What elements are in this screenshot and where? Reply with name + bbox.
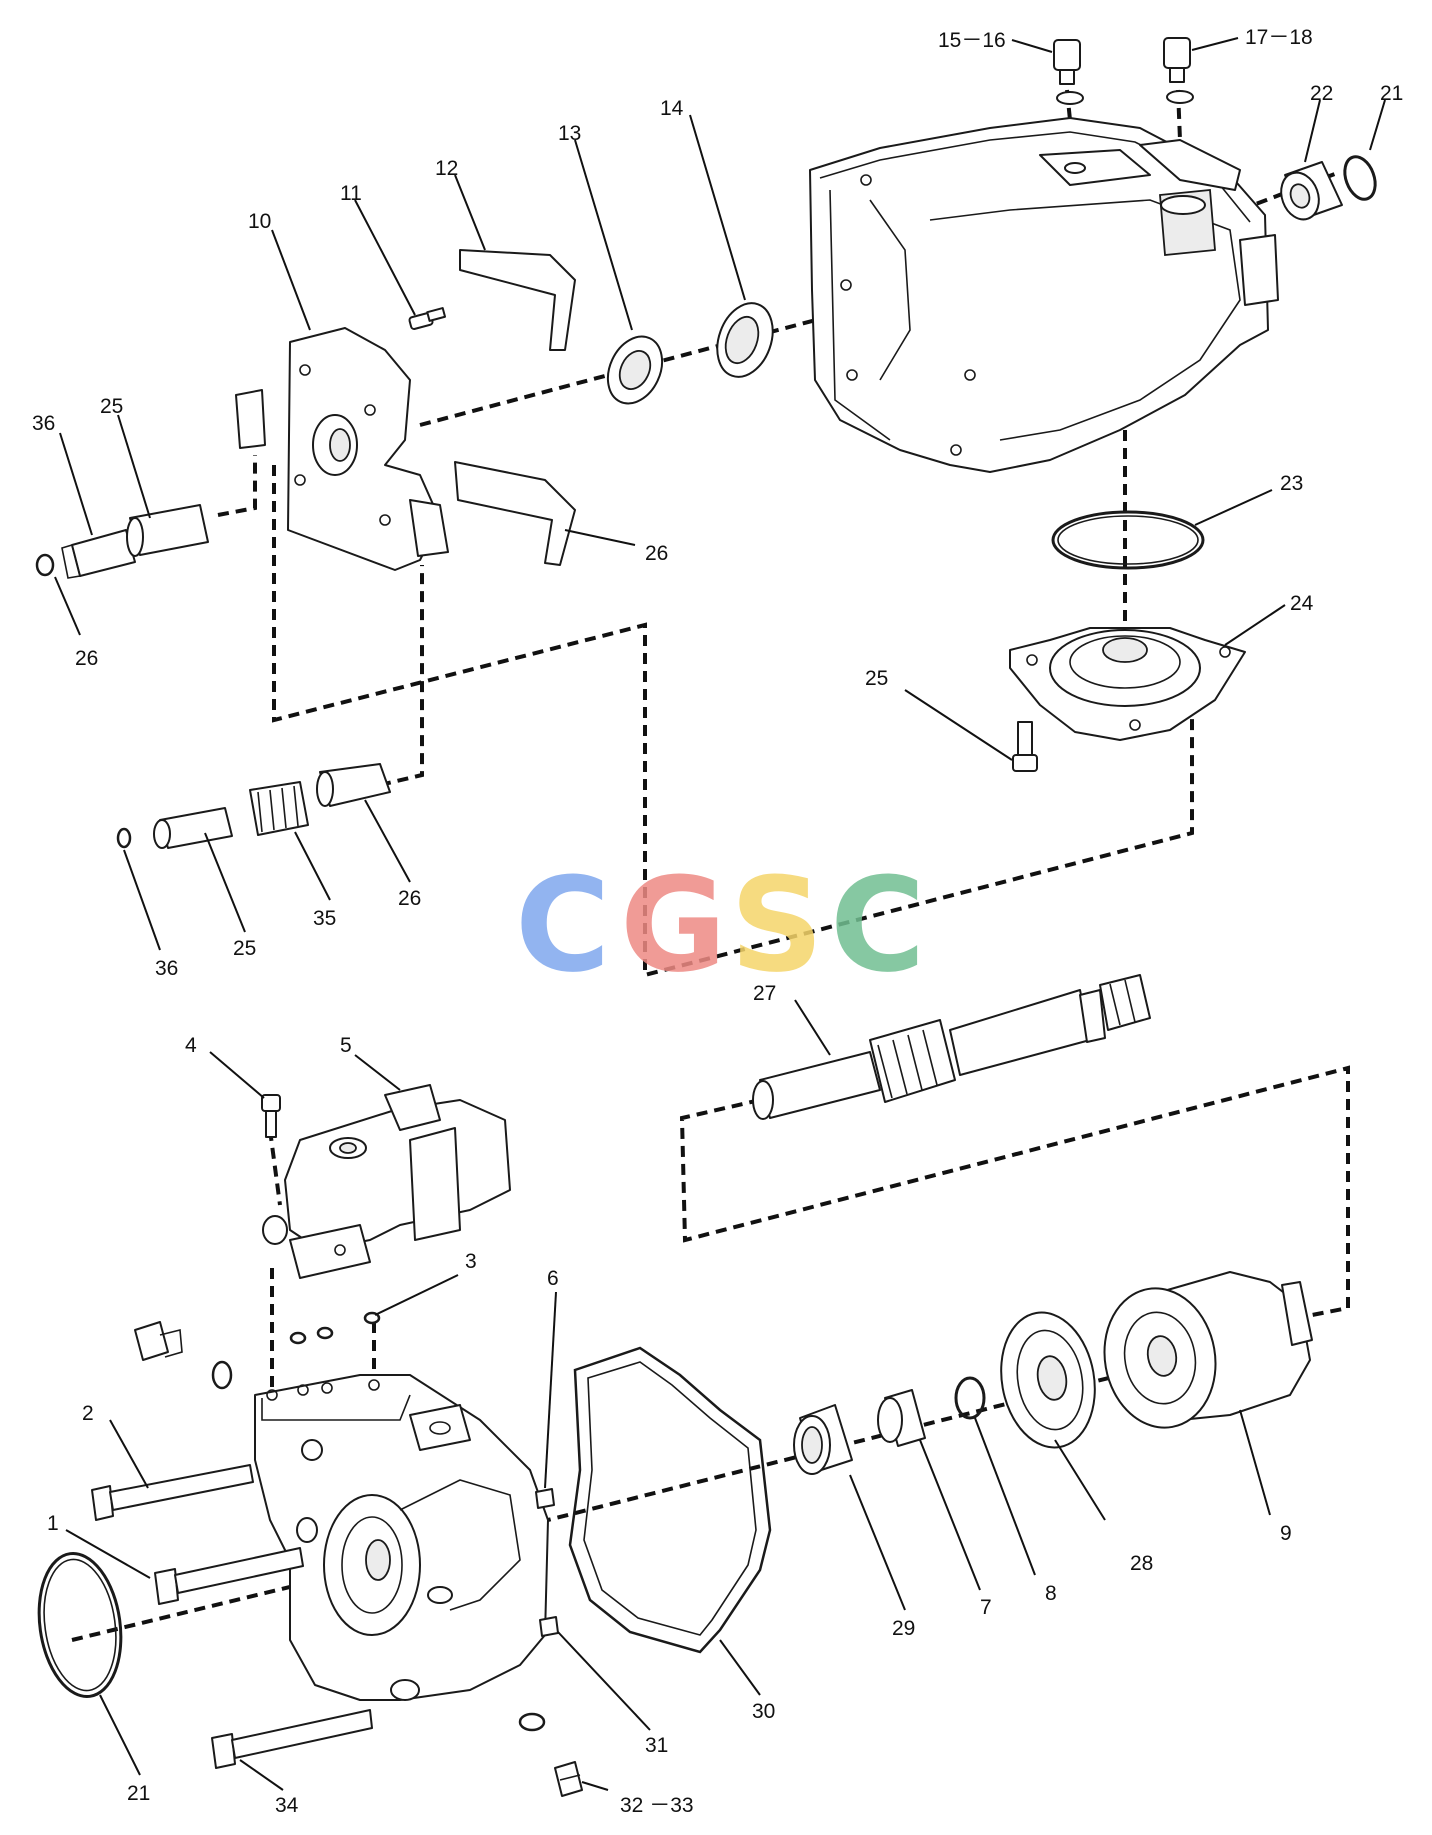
callout-22: 24 — [1290, 592, 1314, 615]
callout-10: 10 — [248, 210, 271, 233]
callout-26-mid: 26 — [398, 887, 421, 910]
o-ring-21-top — [1051, 510, 1205, 570]
callout-26-top: 25 — [100, 395, 123, 418]
callout-labels: 15－16 17－18 22 21 23 24 25 10 11 12 13 1… — [32, 26, 1403, 1817]
bearing-13 — [606, 335, 664, 405]
seal-14 — [716, 302, 774, 378]
watermark-letter-g: G — [620, 849, 727, 1001]
bolt-34 — [211, 1709, 373, 1769]
shim-8 — [954, 1376, 986, 1420]
callout-32-33: 32 －33 — [620, 1794, 694, 1817]
bearing-cone-7 — [877, 1389, 926, 1447]
callout-19: 21 — [1380, 82, 1403, 105]
spring-set-middle — [116, 763, 391, 849]
callout-20: 22 — [1310, 82, 1333, 105]
callout-4: 4 — [185, 1034, 197, 1057]
bolt-1 — [154, 1547, 304, 1605]
watermark-cgsc: C G S C — [515, 849, 925, 1001]
callout-11: 11 — [340, 182, 362, 205]
bearing-cup-29 — [793, 1404, 853, 1475]
callout-13: 13 — [558, 122, 581, 145]
callout-15-16: 15－16 — [938, 29, 1006, 52]
gasket-30 — [568, 1346, 772, 1654]
pin-6 — [535, 1488, 555, 1509]
watermark-letter-c1: C — [515, 849, 610, 1001]
shoe-12 — [459, 249, 576, 351]
shaft-27 — [752, 974, 1151, 1120]
callout-8: 8 — [1045, 1582, 1057, 1605]
callout-28: 28 — [1130, 1552, 1153, 1575]
callout-34: 34 — [275, 1794, 299, 1817]
callout-6: 6 — [547, 1267, 559, 1290]
shoe-24 — [454, 461, 576, 566]
callout-21-bottom: 21 — [127, 1782, 150, 1805]
callout-2: 2 — [82, 1402, 94, 1425]
small-washers-upper — [289, 1311, 381, 1345]
cover-22 — [1009, 627, 1246, 741]
bearing-20 — [1280, 161, 1343, 221]
bolt-15-16 — [1053, 39, 1084, 105]
fitting-32-33 — [554, 1761, 583, 1797]
axis-bolt-4 — [268, 1129, 282, 1206]
callout-5: 5 — [340, 1034, 352, 1057]
callout-36-mid: 36 — [155, 957, 178, 980]
bolt-2 — [91, 1464, 254, 1521]
valve-block-5 — [262, 1084, 511, 1279]
callout-36-top: 26 — [75, 647, 98, 670]
leader-lines — [54, 37, 1386, 1791]
callout-17-18: 17－18 — [1245, 26, 1313, 49]
pin-31 — [539, 1616, 559, 1637]
lower-housing — [254, 1374, 549, 1701]
snap-ring-19 — [1343, 155, 1377, 201]
callout-7: 7 — [980, 1596, 992, 1619]
spring-set-upper — [35, 504, 209, 579]
axis-spring-upper — [217, 455, 257, 517]
callout-27: 27 — [753, 982, 776, 1005]
callout-9: 9 — [1280, 1522, 1292, 1545]
callout-25-mid: 25 — [233, 937, 256, 960]
callout-3: 3 — [465, 1250, 477, 1273]
cylinder-block-9 — [1103, 1271, 1313, 1429]
watermark-letter-c2: C — [830, 849, 925, 1001]
small-oring-bottom — [518, 1712, 546, 1732]
plug-fitting — [134, 1321, 233, 1390]
callout-24: 26 — [645, 542, 668, 565]
bolt-23 — [1012, 721, 1038, 772]
upper-housing — [809, 117, 1279, 473]
callout-12: 12 — [435, 157, 458, 180]
axis-spring-lower — [379, 565, 424, 787]
callout-35: 35 — [313, 907, 336, 930]
screw-11 — [408, 307, 447, 330]
callout-1: 1 — [47, 1512, 59, 1535]
callout-30: 30 — [752, 1700, 775, 1723]
valve-plate-28 — [1000, 1311, 1096, 1449]
o-ring-21-bottom — [37, 1551, 123, 1699]
callout-31: 31 — [645, 1734, 668, 1757]
watermark-letter-s: S — [730, 849, 824, 1001]
callout-25-top: 36 — [32, 412, 55, 435]
axis-loop-left — [272, 465, 1194, 978]
callout-14: 14 — [660, 97, 684, 120]
swash-plate-10 — [235, 327, 449, 571]
callout-29: 29 — [892, 1617, 915, 1640]
callout-21-top: 23 — [1280, 472, 1303, 495]
callout-23: 25 — [865, 667, 888, 690]
bolt-4 — [261, 1094, 281, 1138]
bolt-17-18 — [1163, 37, 1194, 104]
axis-shaft-27 — [679, 1065, 1350, 1317]
